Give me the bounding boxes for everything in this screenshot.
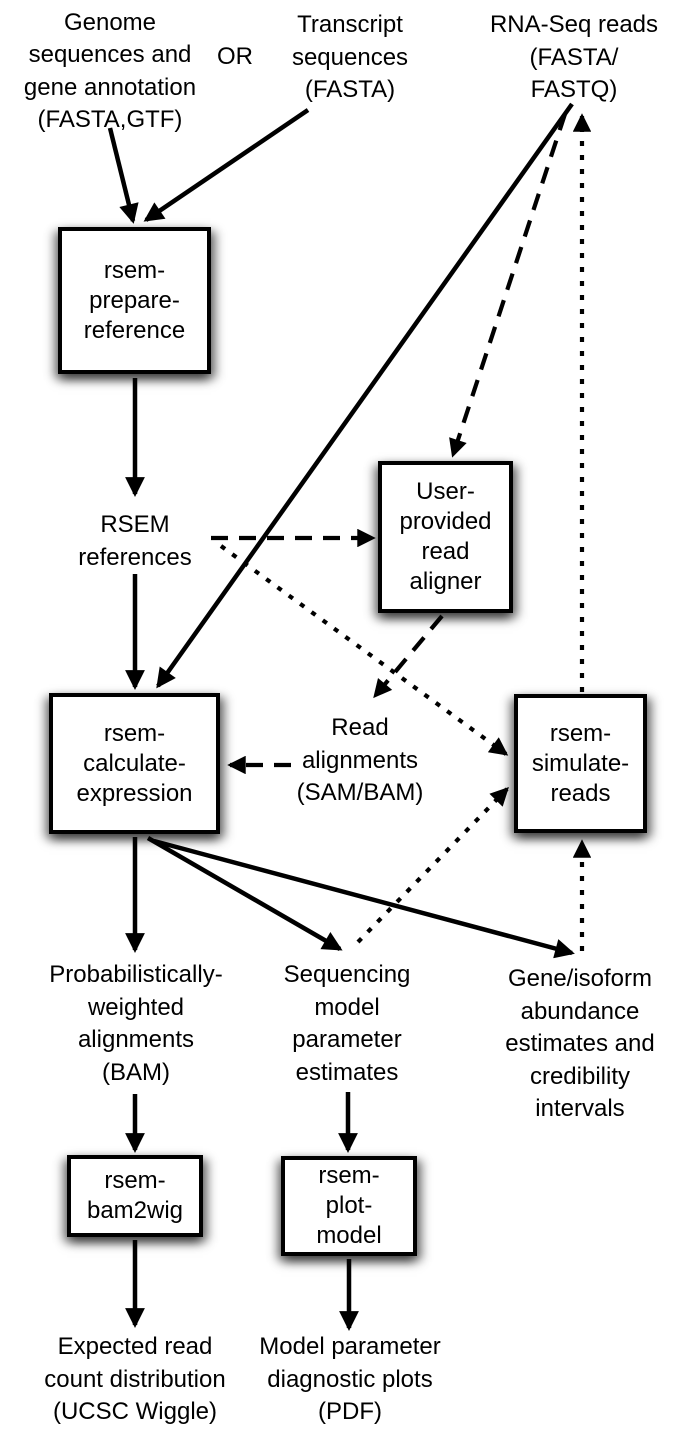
node-gene-isoform-abundance: Gene/isoform abundance estimates and cre… xyxy=(505,965,655,1123)
node-user-provided-read-aligner: User- provided read aligner xyxy=(378,461,513,613)
edge-rna_seq_reads-to-rsem_calculate_expression-solid-arrow xyxy=(156,102,574,689)
edge-rsem_calculate_expression-to-sequencing_model_parameter_estimates-solid-arrow xyxy=(146,836,343,951)
node-or-connector: OR xyxy=(217,43,253,71)
node-rsem-plot-model: rsem- plot- model xyxy=(281,1156,417,1256)
edge-user_provided_read_aligner-to-read_alignments-dashed-arrow xyxy=(373,614,444,699)
edge-transcript_input-to-rsem_prepare_reference-solid-arrow xyxy=(143,108,310,222)
node-genome-input: Genome sequences and gene annotation (FA… xyxy=(23,8,197,134)
node-rsem-prepare-reference: rsem- prepare- reference xyxy=(58,227,211,374)
node-read-alignments: Read alignments (SAM/BAM) xyxy=(296,714,424,807)
node-rna-seq-reads: RNA-Seq reads (FASTA/ FASTQ) xyxy=(489,11,659,104)
edge-rna_seq_reads-to-user_provided_read_aligner-dashed-arrow xyxy=(449,113,567,458)
node-sequencing-model-parameter-estimates: Sequencing model parameter estimates xyxy=(283,961,411,1086)
node-expected-read-count-distribution: Expected read count distribution (UCSC W… xyxy=(44,1333,226,1426)
node-model-parameter-diagnostic-plots: Model parameter diagnostic plots (PDF) xyxy=(259,1333,441,1426)
edge-sequencing_model_parameter_estimates-to-rsem_simulate_reads-dotted-arrow xyxy=(356,787,509,944)
node-probabilistically-weighted-alignments: Probabilistically- weighted alignments (… xyxy=(49,961,223,1086)
edge-rsem_references-to-rsem_simulate_reads-dotted-arrow xyxy=(219,544,509,756)
edge-rsem_calculate_expression-to-gene_isoform_abundance-solid-arrow xyxy=(153,838,575,959)
node-rsem-simulate-reads: rsem- simulate- reads xyxy=(514,694,647,833)
node-rsem-calculate-expression: rsem- calculate- expression xyxy=(49,693,220,834)
edge-genome_input-to-rsem_prepare_reference-solid-arrow xyxy=(107,127,139,224)
node-rsem-references: RSEM references xyxy=(78,511,192,571)
node-transcript-input: Transcript sequences (FASTA) xyxy=(291,11,409,104)
node-rsem-bam2wig: rsem- bam2wig xyxy=(67,1155,203,1237)
